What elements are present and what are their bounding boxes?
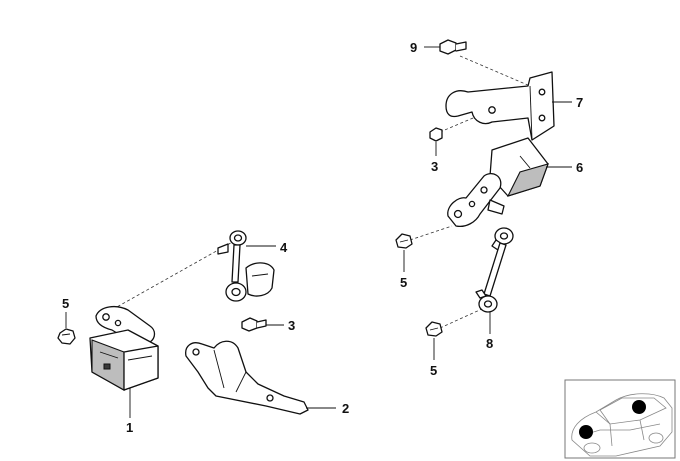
part-3-bolt-left[interactable] <box>241 317 267 332</box>
callout-5a: 5 <box>62 296 69 311</box>
callout-4: 4 <box>280 240 288 255</box>
location-marker-rear <box>632 400 646 414</box>
part-3-bolt-right[interactable] <box>429 127 443 142</box>
callout-6: 6 <box>576 160 583 175</box>
part-5-nut-right-upper[interactable] <box>395 233 413 249</box>
callout-5b: 5 <box>400 275 407 290</box>
callout-3b: 3 <box>431 159 438 174</box>
location-marker-front <box>579 425 593 439</box>
callout-8: 8 <box>486 336 493 351</box>
part-7-bracket[interactable] <box>445 71 555 141</box>
callout-9: 9 <box>410 40 417 55</box>
part-5-nut-right-lower[interactable] <box>425 321 443 337</box>
part-9-bolt[interactable] <box>439 39 467 55</box>
part-4-link-rod[interactable] <box>217 230 275 302</box>
part-6-sensor[interactable] <box>447 137 549 228</box>
callout-2: 2 <box>342 401 349 416</box>
part-2-bracket[interactable] <box>185 340 309 415</box>
assembly-line-3b <box>439 109 493 133</box>
assembly-line-9 <box>459 55 531 87</box>
assembly-line-5b <box>409 225 453 241</box>
part-5-nut-left[interactable] <box>57 328 76 345</box>
part-1-sensor[interactable] <box>89 305 159 391</box>
assembly-line-5c <box>439 307 485 329</box>
assembly-line-left <box>107 239 237 313</box>
callout-5c: 5 <box>430 363 437 378</box>
part-8-link-rod[interactable] <box>475 227 514 313</box>
callout-1: 1 <box>126 420 133 435</box>
callout-7: 7 <box>576 95 583 110</box>
vehicle-locator-inset <box>564 379 676 459</box>
callout-3a: 3 <box>288 318 295 333</box>
